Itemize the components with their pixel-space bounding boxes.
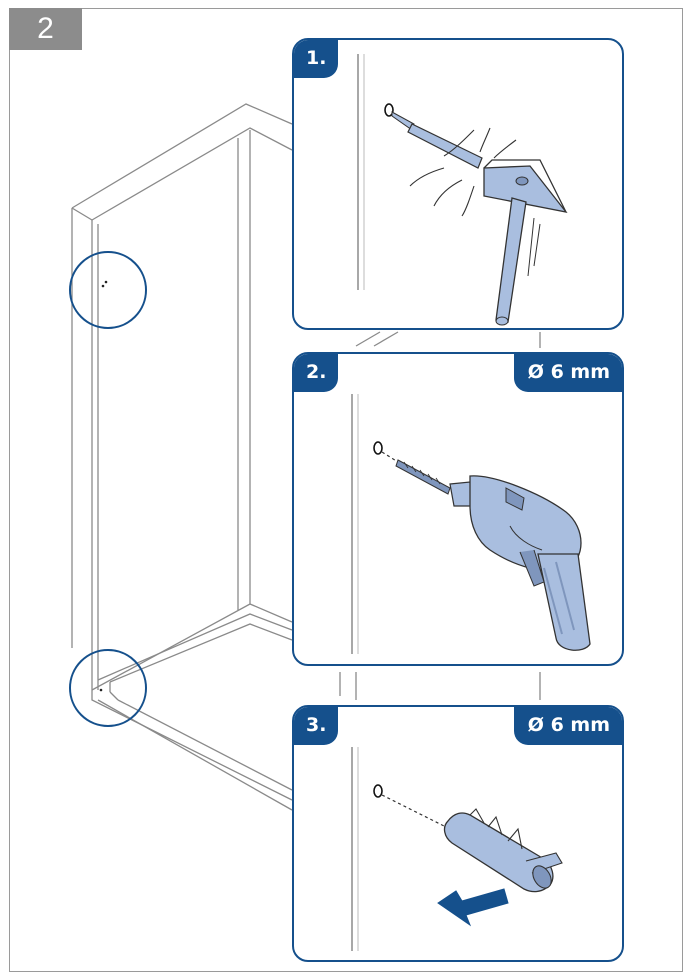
wall-plug-icon (443, 808, 563, 893)
panel-number-badge: 3. (294, 707, 339, 745)
power-drill-icon (449, 475, 591, 651)
step-panel-2: 2. Ø 6 mm (292, 352, 624, 666)
step-panel-1: 1. (292, 38, 624, 330)
wall-plug-illustration (351, 747, 563, 951)
hammer-icon (483, 159, 568, 326)
panel-number-badge: 2. (294, 354, 339, 392)
nail-punch-icon (391, 111, 483, 169)
diameter-badge: Ø 6 mm (513, 707, 622, 745)
detail-circle-top (69, 251, 147, 329)
step-number-tab: 2 (9, 8, 82, 50)
panel-number-badge: 1. (294, 40, 339, 78)
arrow-icon (437, 888, 509, 927)
drilling-illustration (351, 394, 591, 654)
detail-circle-bottom (69, 649, 147, 727)
hammer-punch-illustration (357, 54, 568, 326)
diameter-badge: Ø 6 mm (513, 354, 622, 392)
page-frame (9, 8, 683, 972)
drill-bit-icon (395, 459, 451, 495)
step-panel-3: 3. Ø 6 mm (292, 705, 624, 962)
